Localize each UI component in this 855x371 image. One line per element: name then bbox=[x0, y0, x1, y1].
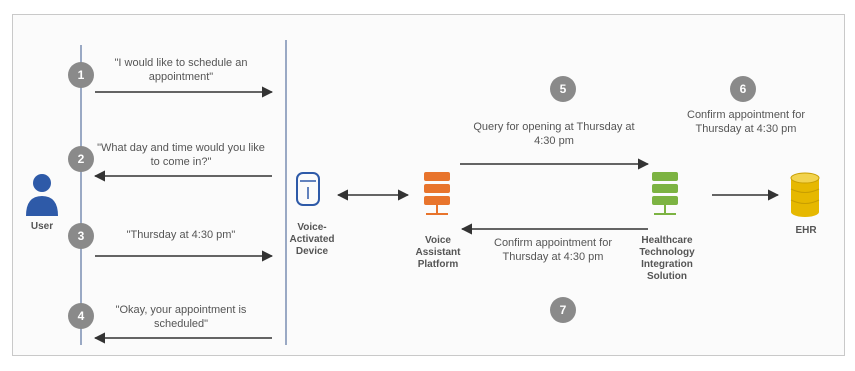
dialogue-text-4: "Okay, your appointment is scheduled" bbox=[115, 304, 247, 330]
server-stack-icon bbox=[652, 172, 678, 215]
dialogue-text-1: "I would like to schedule an appointment… bbox=[114, 57, 248, 83]
step-marker-2: 2 bbox=[68, 146, 94, 172]
ehr-label: EHR bbox=[795, 225, 817, 236]
dialogue-text-3: "Thursday at 4:30 pm" bbox=[126, 229, 236, 241]
user-icon bbox=[26, 174, 58, 216]
integration-label: Healthcare Technology Integration Soluti… bbox=[639, 235, 695, 282]
database-icon bbox=[790, 172, 820, 217]
step-marker-7: 7 bbox=[550, 297, 576, 323]
step-marker-4: 4 bbox=[68, 303, 94, 329]
server-stack-icon bbox=[424, 172, 450, 215]
smart-speaker-icon bbox=[296, 172, 320, 206]
step-marker-3: 3 bbox=[68, 223, 94, 249]
step-marker-1: 1 bbox=[68, 62, 94, 88]
user-label: User bbox=[30, 221, 54, 232]
confirm-back-text: Confirm appointment for Thursday at 4:30… bbox=[494, 237, 612, 263]
step-marker-5: 5 bbox=[550, 76, 576, 102]
step-marker-6: 6 bbox=[730, 76, 756, 102]
dialogue-text-2: "What day and time would you like to com… bbox=[97, 142, 265, 168]
platform-label: Voice Assistant Platform bbox=[415, 235, 461, 270]
query-text: Query for opening at Thursday at 4:30 pm bbox=[473, 121, 635, 147]
confirm-ehr-text: Confirm appointment for Thursday at 4:30… bbox=[687, 109, 805, 135]
device-label: Voice- Activated Device bbox=[289, 222, 335, 257]
